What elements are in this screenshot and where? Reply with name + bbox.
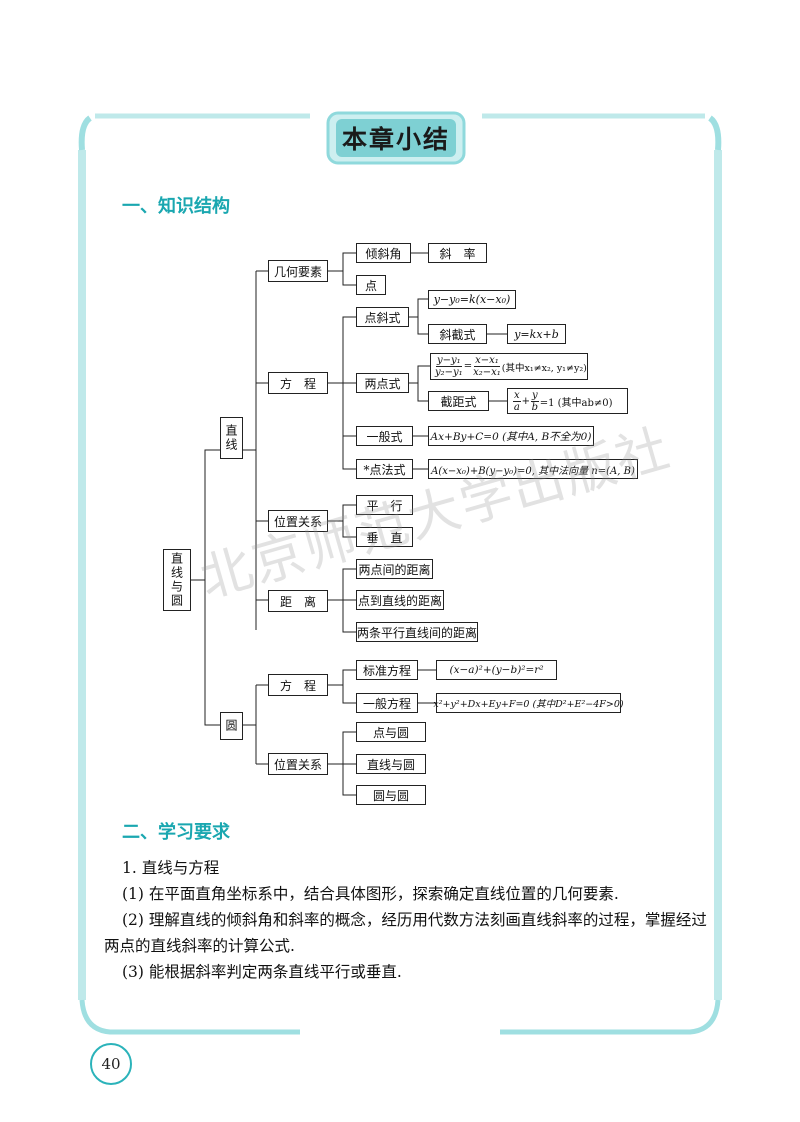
node-line: 直线	[220, 417, 243, 459]
req-paragraph-2b: 两点的直线斜率的计算公式.	[104, 937, 295, 955]
req-paragraph-1: (1) 在平面直角坐标系中，结合具体图形，探索确定直线位置的几何要素.	[122, 885, 619, 903]
node-two-point: 两点式	[356, 373, 409, 393]
node-parallel: 平 行	[356, 495, 413, 515]
node-line-equation: 方 程	[268, 372, 328, 394]
node-slope-intercept: 斜截式	[428, 324, 487, 344]
req-paragraph-3: (3) 能根据斜率判定两条直线平行或垂直.	[122, 963, 402, 981]
section-learning-requirements: 二、学习要求	[122, 822, 230, 843]
formula-general: Ax+By+C=0 (其中A, B不全为0)	[428, 426, 594, 446]
node-slope: 斜 率	[428, 243, 487, 263]
formula-general-circle: x²+y²+Dx+Ey+F=0 (其中D²+E²−4F>0)	[433, 693, 624, 713]
node-point: 点	[356, 275, 386, 295]
formula-slope-intercept: y=kx+b	[507, 324, 566, 344]
node-parallel-lines-distance: 两条平行直线间的距离	[356, 622, 478, 642]
node-line-and-circle-relation: 直线与圆	[356, 754, 426, 774]
node-point-point-distance: 两点间的距离	[356, 559, 433, 579]
req-heading-line-equation: 1. 直线与方程	[122, 859, 220, 877]
node-intercept-form: 截距式	[428, 391, 489, 411]
node-line-and-circle: 直线与圆	[163, 549, 191, 611]
node-point-and-circle: 点与圆	[356, 722, 426, 742]
formula-standard-circle: (x−a)²+(y−b)²=r²	[436, 660, 557, 680]
node-general-form: 一般式	[356, 426, 413, 446]
node-perpendicular: 垂 直	[356, 527, 413, 547]
formula-point-slope: y−y₀=k(x−x₀)	[428, 290, 516, 309]
node-geo-elements: 几何要素	[268, 260, 328, 282]
node-position-relation: 位置关系	[268, 510, 328, 532]
node-general-equation: 一般方程	[356, 693, 418, 713]
node-incline-angle: 倾斜角	[356, 243, 411, 263]
req-paragraph-2a: (2) 理解直线的倾斜角和斜率的概念，经历用代数方法刻画直线斜率的过程，掌握经过	[122, 911, 707, 929]
node-circle: 圆	[220, 712, 243, 740]
node-standard-equation: 标准方程	[356, 660, 418, 680]
node-point-line-distance: 点到直线的距离	[356, 590, 444, 610]
node-circle-position: 位置关系	[268, 753, 328, 775]
node-circle-equation: 方 程	[268, 674, 328, 696]
node-circle-and-circle: 圆与圆	[356, 785, 426, 805]
section-knowledge-structure: 一、知识结构	[122, 196, 230, 217]
node-distance: 距 离	[268, 590, 328, 612]
page-number: 40	[90, 1043, 132, 1085]
node-point-slope: 点斜式	[356, 307, 409, 327]
node-normal-form: *点法式	[356, 459, 413, 479]
chapter-summary-title: 本章小结	[341, 125, 450, 154]
formula-normal: A(x−x₀)+B(y−y₀)=0, 其中法向量 n=(A, B)	[428, 459, 638, 479]
